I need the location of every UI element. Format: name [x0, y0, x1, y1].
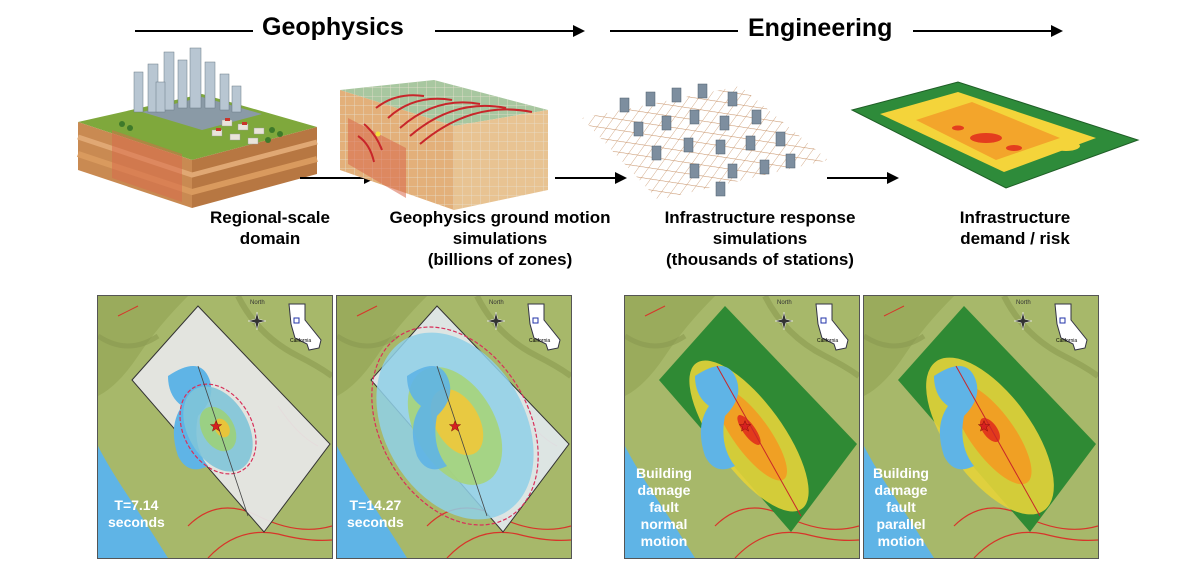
map-t7-canvas: [98, 296, 332, 558]
flow-arrowhead-3: [887, 172, 899, 184]
caption-regional-domain: Regional-scale domain: [210, 208, 330, 248]
caption-ground-motion: Geophysics ground motion simulations (bi…: [389, 208, 611, 269]
north-label: North: [489, 300, 504, 306]
engineering-left-line: [610, 30, 738, 32]
geophysics-left-line: [135, 30, 253, 32]
caption-risk: Infrastructure demand / risk: [959, 208, 1071, 248]
engineering-header: Engineering: [748, 14, 893, 42]
flow-arrow-1: [300, 177, 366, 179]
risk-map-illustration: [850, 81, 1140, 189]
engineering-arrowhead: [1051, 25, 1063, 37]
map-damage-normal-label: Building damage fault normal motion: [636, 465, 692, 549]
map-damage-normal-canvas: [625, 296, 859, 558]
map-damage-parallel-label: Building damage fault parallel motion: [873, 465, 929, 549]
geophysics-header: Geophysics: [262, 13, 404, 41]
map-t7-label: T=7.14 seconds: [108, 497, 165, 530]
geophysics-arrowhead: [573, 25, 585, 37]
engineering-right-line: [913, 30, 1053, 32]
map-t14-canvas: [337, 296, 571, 558]
north-label: North: [777, 300, 792, 306]
map-damage-parallel-canvas: [864, 296, 1098, 558]
map-damage-parallel: North California Building damage fault p…: [863, 295, 1099, 559]
map-t14: North California T=14.27 seconds: [336, 295, 572, 559]
california-label: California: [817, 338, 839, 344]
regional-domain-illustration: [77, 47, 318, 208]
flow-arrowhead-2: [615, 172, 627, 184]
geophysics-right-line: [435, 30, 575, 32]
california-label: California: [1056, 338, 1078, 344]
map-t7: North California T=7.14 seconds: [97, 295, 333, 559]
flow-arrow-3: [827, 177, 889, 179]
north-label: North: [1016, 300, 1031, 306]
ground-motion-illustration: [340, 80, 548, 210]
map-damage-normal: North California Building damage fault n…: [624, 295, 860, 559]
map-t14-label: T=14.27 seconds: [347, 497, 404, 530]
caption-infrastructure-response: Infrastructure response simulations (tho…: [664, 208, 856, 269]
california-label: California: [529, 338, 551, 344]
flow-arrow-2: [555, 177, 617, 179]
north-label: North: [250, 300, 265, 306]
infrastructure-stations-illustration: [582, 83, 828, 200]
california-label: California: [290, 338, 312, 344]
